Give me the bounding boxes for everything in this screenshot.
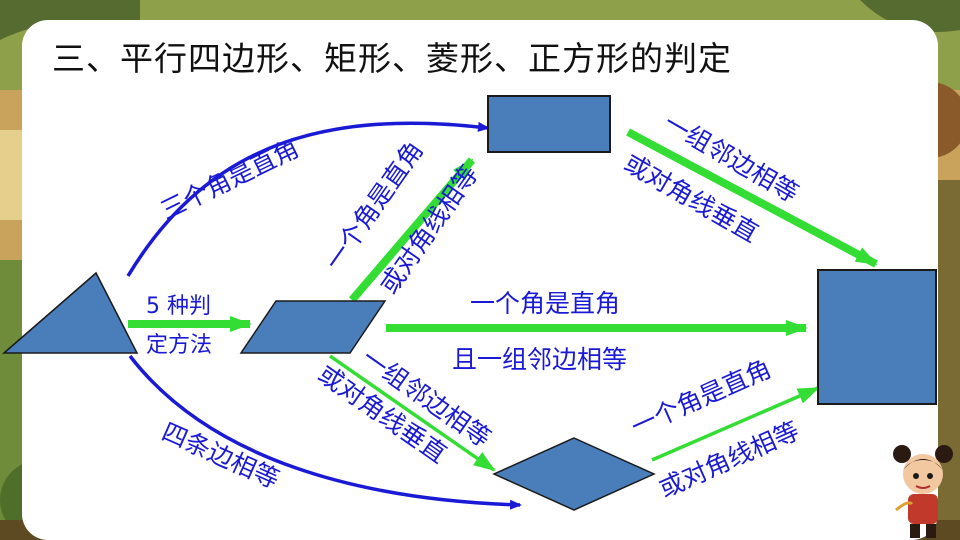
arrow-quad-to-rect <box>126 121 490 277</box>
label-quad-to-para-line2: 定方法 <box>146 333 212 358</box>
label-quad-to-para-line1: 5 种判 <box>146 294 211 319</box>
label-quad-to-rect: 三个角是直角 <box>156 134 304 226</box>
arrow-para-to-rect <box>348 157 476 303</box>
page-title: 三、平行四边形、矩形、菱形、正方形的判定 <box>52 39 732 78</box>
cartoon-mascot-image <box>893 445 953 538</box>
rectangle-shape <box>487 95 611 153</box>
label-rhombus-to-square-line1: 一个角是直角 <box>627 354 776 442</box>
label-para-to-square-line2: 且一组邻边相等 <box>452 345 627 374</box>
quadrilateral-shape <box>1 271 139 354</box>
arrow-rect-to-square <box>626 128 878 268</box>
arrow-quad-to-rhombus <box>128 354 522 510</box>
label-para-to-square-line1: 一个角是直角 <box>470 289 620 318</box>
arrow-rhombus-to-square <box>651 386 820 462</box>
square-shape <box>817 269 937 405</box>
label-rhombus-to-square-line2: 或对角线相等 <box>655 416 804 504</box>
parallelogram-shape <box>239 300 387 354</box>
rhombus-shape <box>492 437 656 511</box>
arrow-para-to-rhombus <box>329 354 496 472</box>
timestamp: 2026年1月14日 星期二19时35分35秒 <box>604 499 816 513</box>
